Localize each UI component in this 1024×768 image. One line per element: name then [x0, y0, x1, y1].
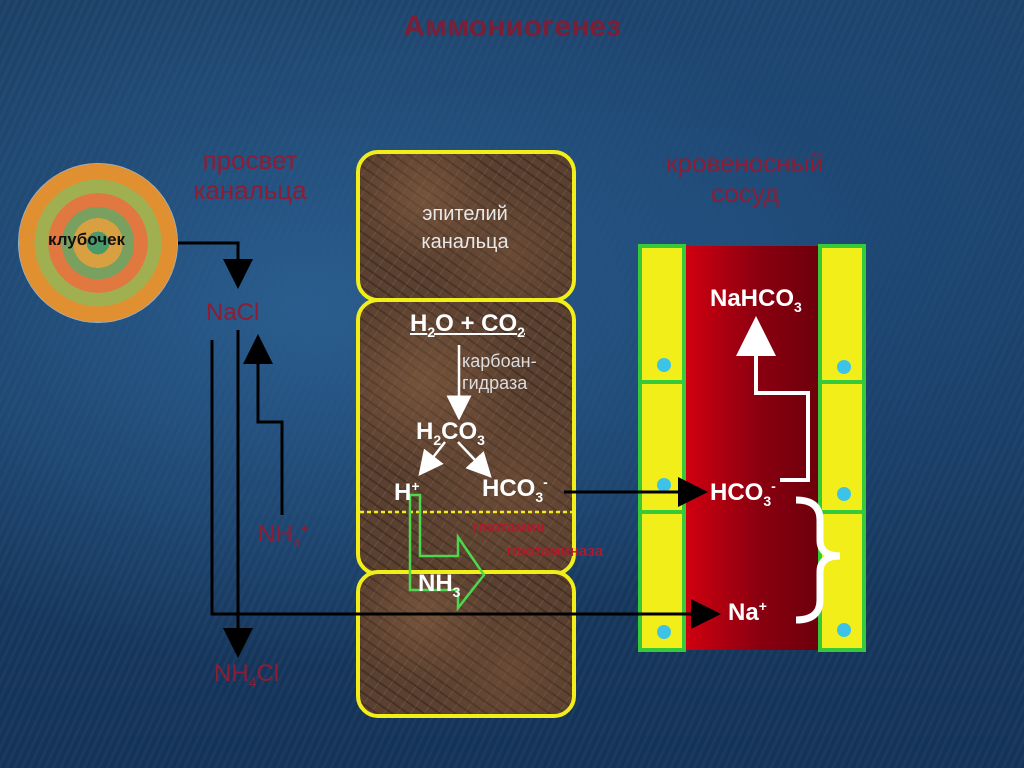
- h2co3-sub3: 3: [477, 431, 485, 448]
- epithelium-label: эпителий канальца: [380, 200, 550, 256]
- h2o-o: O: [435, 310, 454, 337]
- nacl-label: NaCl: [206, 299, 260, 326]
- hplus-base: H: [394, 479, 412, 506]
- enzyme-line2: гидраза: [462, 373, 528, 393]
- h2o-h: H: [410, 310, 428, 337]
- nahco3-sub: 3: [794, 298, 802, 315]
- co2-co: CO: [481, 310, 518, 337]
- vessel-label: кровеносный сосуд: [635, 148, 855, 208]
- vessel-segment-lines: [640, 380, 864, 514]
- epithelial-cell-top: [356, 150, 576, 302]
- glomerulus-arrow: [178, 241, 253, 289]
- na-plus-label: Na+: [728, 598, 767, 627]
- ammonia-path-arrow: [408, 493, 486, 612]
- lumen-label-line1: просвет: [202, 145, 298, 175]
- epithelium-label-line1: эпителий: [422, 203, 508, 225]
- nahco3-base: NaHCO: [710, 285, 795, 312]
- hco3-vessel-sup: -: [771, 478, 776, 494]
- na-transport-arrow: [210, 340, 721, 629]
- dissociation-arrow-right: [457, 441, 492, 478]
- lumen-label-line2: канальца: [193, 175, 307, 205]
- hco3-cell-sub: 3: [535, 488, 544, 505]
- h2co3-co: CO: [441, 418, 478, 445]
- na-sup: +: [758, 598, 767, 614]
- nh4-base: NH: [258, 521, 293, 548]
- h2o-sub: 2: [427, 323, 436, 340]
- epithelial-cell-middle: [356, 298, 576, 576]
- nh4cl-label: NH4Cl: [214, 660, 279, 690]
- h2co3-sub2: 2: [433, 431, 442, 448]
- na-base: Na: [728, 599, 759, 626]
- vessel-lumen: [686, 246, 818, 650]
- epithelium-label-line2: канальца: [421, 231, 509, 253]
- hco3-vessel-base: HCO: [710, 479, 764, 506]
- hplus-sup: +: [411, 478, 420, 494]
- ion-brace: [795, 496, 841, 624]
- nh3-sub: 3: [452, 583, 461, 600]
- hplus-label: H+: [394, 478, 420, 507]
- h2co3-h: H: [416, 418, 434, 445]
- vessel-wall-left: [638, 244, 686, 652]
- vessel-nuclei: [657, 358, 851, 639]
- vessel-label-line2: сосуд: [710, 178, 780, 208]
- nahco3-label: NaHCO3: [710, 285, 802, 315]
- h2co3-label: H2CO3: [416, 418, 485, 448]
- nh4cl-sub: 4: [248, 673, 257, 690]
- bicarbonate-vessel-arrow: [736, 316, 810, 482]
- nh4-sub: 4: [292, 534, 301, 551]
- hco3-cell-sup: -: [543, 474, 548, 490]
- nh4-arrow: [243, 334, 284, 515]
- hco3-cell-base: HCO: [482, 475, 536, 502]
- page-title: Аммониогенез: [403, 10, 621, 43]
- enzyme-line1: карбоан-: [462, 351, 537, 371]
- hco3-cell-label: HCO3-: [482, 474, 548, 505]
- hco3-vessel-label: HCO3-: [710, 478, 776, 509]
- enzyme-carbonic-anhydrase: карбоан- гидраза: [462, 350, 537, 394]
- hco3-vessel-sub: 3: [763, 492, 772, 509]
- nh4cl-a: NH: [214, 660, 249, 687]
- nh3-label: NH3: [418, 570, 460, 600]
- nh4-sup: +: [300, 520, 309, 536]
- nh4-ion-label: NH4+: [258, 520, 309, 551]
- glutamine-label: глютамин: [472, 519, 545, 536]
- nh3-base: NH: [418, 570, 453, 597]
- reaction-label: H2O + CO2: [410, 310, 525, 340]
- epithelial-cell-bottom: [356, 570, 576, 718]
- glutaminase-label: глютаминаза: [506, 543, 604, 560]
- plus-sign: +: [460, 310, 475, 337]
- vessel-wall-right: [818, 244, 866, 652]
- glomerulus-label: клубочек: [48, 230, 126, 249]
- dissociation-arrow-left: [418, 441, 446, 476]
- glomerulus-icon: [18, 163, 178, 323]
- lumen-label: просвет канальца: [170, 145, 330, 205]
- nh4cl-b: Cl: [256, 660, 280, 687]
- vessel-label-line1: кровеносный: [666, 148, 824, 178]
- co2-sub: 2: [517, 323, 525, 340]
